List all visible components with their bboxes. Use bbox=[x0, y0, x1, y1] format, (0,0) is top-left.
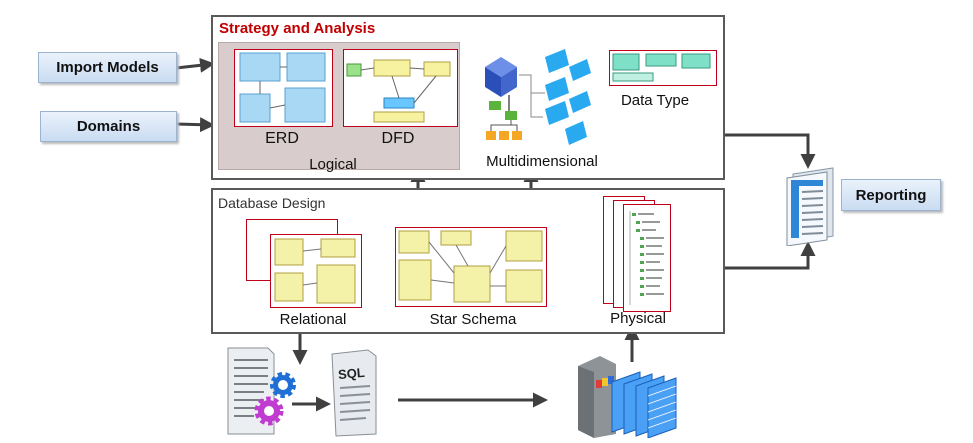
import-models-button[interactable]: Import Models bbox=[38, 52, 177, 83]
arrow-import-to-strategy bbox=[175, 57, 215, 73]
dfd-thumbnail[interactable] bbox=[343, 49, 458, 127]
arrow-domains-to-strategy bbox=[175, 117, 215, 133]
erd-thumbnail[interactable] bbox=[234, 49, 333, 127]
star-schema-label: Star Schema bbox=[429, 311, 517, 328]
erd-label: ERD bbox=[265, 130, 299, 147]
report-document-icon[interactable] bbox=[783, 166, 835, 247]
sql-text: SQL bbox=[337, 364, 366, 383]
reporting-button[interactable]: Reporting bbox=[841, 179, 941, 211]
data-type-label: Data Type bbox=[620, 92, 690, 109]
physical-thumbnail[interactable] bbox=[623, 204, 671, 312]
arrow-strategy-to-reporting bbox=[723, 133, 816, 169]
star-schema-thumbnail[interactable] bbox=[395, 227, 547, 307]
strategy-title: Strategy and Analysis bbox=[219, 20, 376, 37]
multidimensional-label: Multidimensional bbox=[486, 153, 598, 170]
physical-label: Physical bbox=[610, 310, 666, 327]
blue-gear-icon bbox=[268, 370, 298, 400]
relational-thumbnail[interactable] bbox=[270, 234, 362, 308]
database-design-panel: Database Design Relational Star Sc bbox=[211, 188, 725, 334]
database-book-icon[interactable] bbox=[570, 352, 682, 439]
data-type-thumbnail[interactable] bbox=[609, 50, 717, 86]
multidimensional-icon[interactable] bbox=[483, 45, 595, 153]
purple-gear-icon bbox=[252, 394, 286, 428]
database-design-title: Database Design bbox=[218, 195, 326, 211]
arrow-database-to-reporting bbox=[723, 241, 816, 270]
strategy-panel: Strategy and Analysis ERD DFD Logi bbox=[211, 15, 725, 180]
sql-document-icon[interactable]: SQL bbox=[330, 348, 378, 438]
dfd-label: DFD bbox=[381, 130, 415, 147]
relational-label: Relational bbox=[279, 311, 347, 328]
domains-button[interactable]: Domains bbox=[40, 111, 177, 142]
logical-label: Logical bbox=[309, 156, 357, 173]
